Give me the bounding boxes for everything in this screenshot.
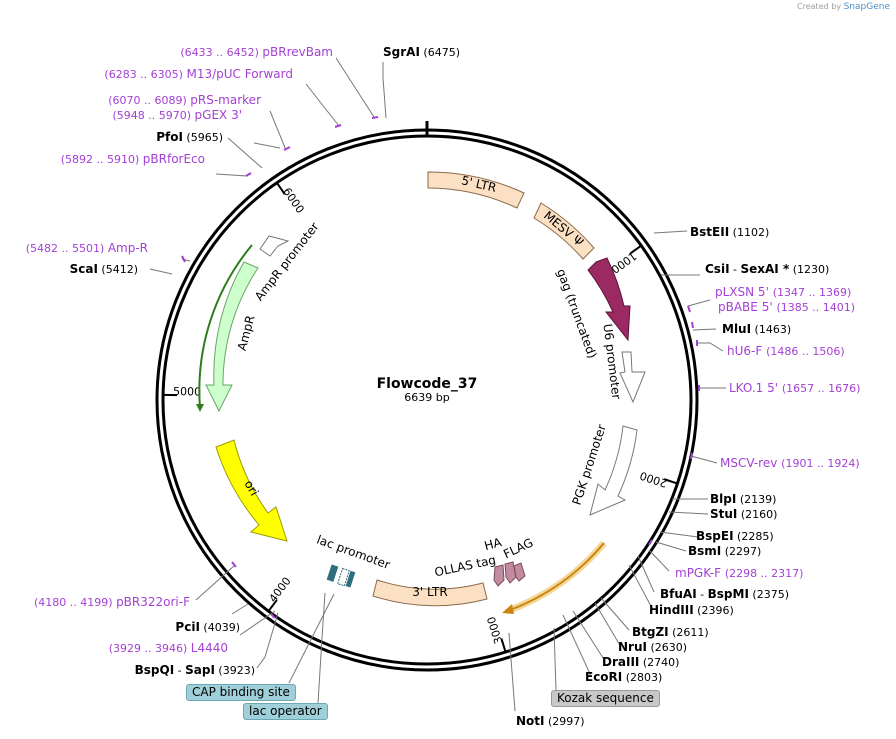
tick-mark: [629, 244, 642, 255]
enzyme-bspei[interactable]: BspEI (2285): [696, 529, 774, 543]
tick-label: 4000: [266, 575, 293, 605]
enzyme-mlui[interactable]: MluI (1463): [722, 322, 791, 336]
plasmid-size: 6639 bp: [404, 391, 449, 404]
primer-mpgk-f[interactable]: mPGK-F (2298 .. 2317): [675, 566, 803, 580]
feature-lac-promoter[interactable]: lac promoter: [315, 533, 392, 588]
tick-label: 5000: [173, 385, 201, 399]
tick-label: 2000: [638, 469, 669, 490]
primer-amp-r[interactable]: (5482 .. 5501) Amp-R: [26, 241, 148, 255]
tick-mark: [663, 478, 678, 485]
feature-ampr-promoter[interactable]: AmpR promoter: [252, 220, 322, 304]
enzyme-scai[interactable]: ScaI (5412): [70, 262, 138, 276]
enzyme-noti[interactable]: NotI (2997): [516, 714, 585, 728]
feature-lac-promoter-label: lac promoter: [315, 533, 392, 572]
feature-ampr-promoter-label: AmpR promoter: [252, 220, 322, 304]
enzyme-draiii[interactable]: DraIII (2740): [602, 655, 679, 669]
feature-pgk-promoter[interactable]: PGK promoter: [570, 423, 638, 516]
enzyme-bsmi[interactable]: BsmI (2297): [688, 544, 761, 558]
lac-operator-box[interactable]: lac operator: [243, 703, 328, 720]
kozak-sequence-box[interactable]: Kozak sequence: [551, 690, 660, 707]
enzyme-csii[interactable]: CsiI - SexAI * (1230): [705, 262, 829, 276]
enzyme-pfoi[interactable]: PfoI (5965): [156, 130, 223, 144]
feature-tags[interactable]: HA FLAG OLLAS tag: [433, 535, 535, 587]
enzyme-ecori[interactable]: EcoRI (2803): [585, 670, 662, 684]
snapgene-credit: Created by SnapGene: [797, 2, 890, 12]
feature-orf-highlight[interactable]: [502, 540, 607, 614]
feature-ollas-label: OLLAS tag: [433, 553, 497, 580]
tick-mark: [500, 638, 507, 653]
feature-ori[interactable]: ori: [215, 439, 288, 542]
primer-lko-1-5-[interactable]: LKO.1 5' (1657 .. 1676): [729, 381, 860, 395]
primer-m13-puc-forward[interactable]: (6283 .. 6305) M13/pUC Forward: [104, 67, 293, 81]
tick-mark: [276, 182, 286, 195]
enzyme-bsteii[interactable]: BstEII (1102): [690, 225, 769, 239]
feature-u6-promoter[interactable]: U6 promoter: [600, 323, 646, 404]
primer-plxsn-5-[interactable]: pLXSN 5' (1347 .. 1369): [715, 285, 851, 299]
feature-5-ltr[interactable]: 5' LTR: [427, 171, 525, 209]
feature-ampr[interactable]: AmpR: [196, 244, 259, 413]
feature-3-ltr[interactable]: 3' LTR: [372, 579, 488, 607]
primer-pbrforeco[interactable]: (5892 .. 5910) pBRforEco: [61, 152, 205, 166]
feature-ori-label: ori: [241, 478, 261, 499]
feature-flag-label: FLAG: [501, 535, 535, 561]
leader-lines: [149, 57, 726, 712]
plasmid-name: Flowcode_37: [377, 376, 478, 392]
cap-binding-site-box[interactable]: CAP binding site: [186, 684, 296, 701]
primer-pbr322ori-f[interactable]: (4180 .. 4199) pBR322ori-F: [34, 595, 190, 609]
feature-mesv-psi-label: MESV Ψ: [541, 208, 586, 249]
enzyme-hindiii[interactable]: HindIII (2396): [649, 603, 734, 617]
primer-pgex-3-[interactable]: (5948 .. 5970) pGEX 3': [112, 108, 242, 122]
feature-mesv-psi[interactable]: MESV Ψ: [533, 202, 595, 260]
snapgene-logo: SnapGene: [843, 2, 890, 12]
enzyme-btgzi[interactable]: BtgZI (2611): [632, 625, 709, 639]
primer-mscv-rev[interactable]: MSCV-rev (1901 .. 1924): [720, 456, 860, 470]
feature-u6-promoter-label: U6 promoter: [600, 323, 623, 400]
enzyme-pcii[interactable]: PciI (4039): [175, 620, 240, 634]
primer-prs-marker[interactable]: (6070 .. 6089) pRS-marker: [108, 93, 261, 107]
feature-gag-label: gag (truncated): [554, 267, 599, 360]
feature-ha-label: HA: [483, 535, 504, 553]
enzyme-sgrai[interactable]: SgrAI (6475): [383, 45, 460, 59]
feature-3-ltr-label: 3' LTR: [412, 585, 447, 599]
primer-l4440[interactable]: (3929 .. 3946) L4440: [109, 641, 228, 655]
primer-hu6-f[interactable]: hU6-F (1486 .. 1506): [727, 344, 845, 358]
enzyme-stui[interactable]: StuI (2160): [710, 507, 777, 521]
enzyme-nrui[interactable]: NruI (2630): [618, 640, 687, 654]
site-labels: SgrAI (6475) BstEII (1102) CsiI - SexAI * …: [26, 45, 861, 728]
tick-label: 6000: [280, 185, 307, 215]
enzyme-bfuai[interactable]: BfuAI - BspMI (2375): [660, 587, 789, 601]
enzyme-blpi[interactable]: BlpI (2139): [710, 492, 776, 506]
enzyme-bspqi[interactable]: BspQI - SapI (3923): [135, 663, 255, 677]
tick-mark: [267, 599, 278, 612]
primer-pbrrevbam[interactable]: (6433 .. 6452) pBRrevBam: [180, 45, 333, 59]
primer-site-markers: [181, 116, 700, 619]
tick-label: 3000: [485, 615, 506, 646]
feature-ampr-label: AmpR: [235, 314, 258, 352]
primer-pbabe-5-[interactable]: pBABE 5' (1385 .. 1401): [718, 300, 855, 314]
